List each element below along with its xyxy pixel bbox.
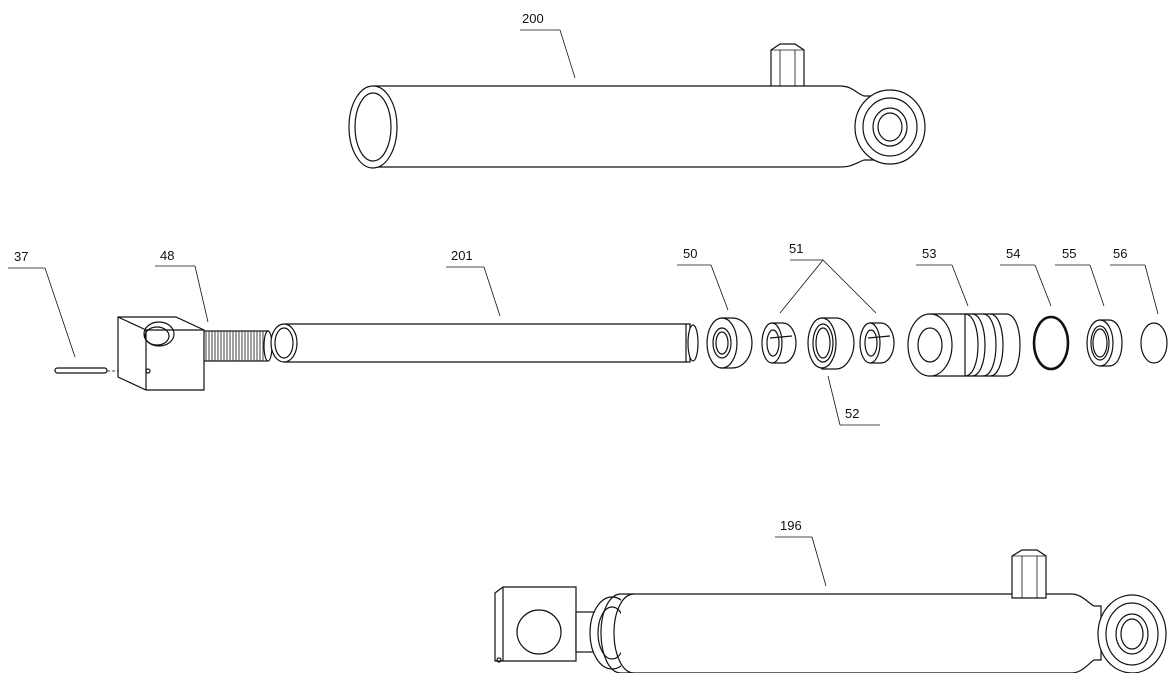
callout-54: 54 xyxy=(1006,246,1020,261)
callout-200: 200 xyxy=(522,11,544,26)
part-56-snap-ring: 56 xyxy=(1110,246,1168,364)
part-196-cylinder-assembly: 196 xyxy=(494,518,1167,674)
callout-50: 50 xyxy=(683,246,697,261)
callout-51: 51 xyxy=(789,241,803,256)
part-55-seal-ring: 55 xyxy=(1055,246,1123,367)
leader-200 xyxy=(559,29,576,79)
leader-51: 51 xyxy=(779,241,877,314)
part-196-port-fitting xyxy=(1011,549,1047,599)
callout-56: 56 xyxy=(1113,246,1127,261)
callout-196: 196 xyxy=(780,518,802,533)
part-52-wear-ring: 52 xyxy=(807,317,880,426)
part-51-split-ring-left xyxy=(761,322,797,364)
callout-55: 55 xyxy=(1062,246,1076,261)
part-53-piston: 53 xyxy=(907,246,1021,377)
part-50-gland: 50 xyxy=(677,246,753,369)
part-200-port-fitting xyxy=(770,43,805,90)
part-48-rod-end-block: 48 xyxy=(117,248,273,391)
callout-53: 53 xyxy=(922,246,936,261)
part-201-piston-rod: 201 xyxy=(270,248,699,363)
callout-52: 52 xyxy=(845,406,859,421)
part-54-o-ring: 54 xyxy=(1000,246,1070,371)
callout-37: 37 xyxy=(14,249,28,264)
callout-48: 48 xyxy=(160,248,174,263)
callout-201: 201 xyxy=(451,248,473,263)
part-51-split-ring-right xyxy=(859,322,895,364)
part-200-cylinder-barrel: 200 xyxy=(348,11,926,169)
